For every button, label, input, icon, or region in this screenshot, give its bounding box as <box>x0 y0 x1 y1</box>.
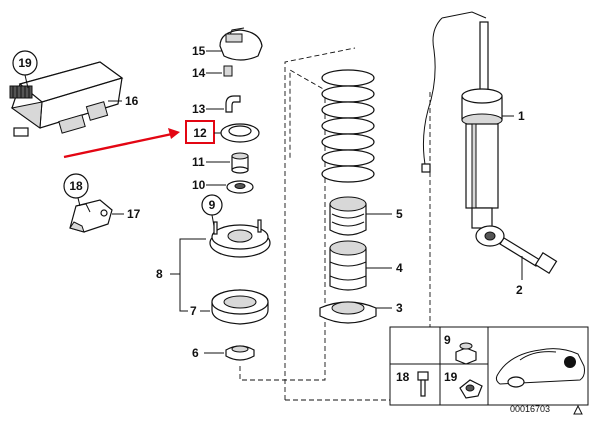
mount-ring-7 <box>211 289 269 325</box>
callout-17-label: 17 <box>127 207 141 221</box>
callout-8-label: 8 <box>156 267 163 281</box>
callout-18-label: 18 <box>69 179 83 193</box>
callout-9-label: 9 <box>209 198 216 212</box>
ring-12 <box>220 123 260 143</box>
inset-callout-18-label: 18 <box>396 370 410 384</box>
callout-10-label: 10 <box>192 178 206 192</box>
callout-5-label: 5 <box>396 207 403 221</box>
callout-12-label: 12 <box>193 126 207 140</box>
highlight-arrow <box>63 128 180 159</box>
inset-panel <box>389 326 589 406</box>
bellows-4 <box>329 240 367 291</box>
bolt-2 <box>499 237 558 275</box>
inset-cell-9: 9 <box>444 333 477 365</box>
strut-mount-upper <box>209 219 271 258</box>
callout-19-label: 19 <box>18 56 32 70</box>
fitting-13 <box>225 95 241 113</box>
nut-14 <box>223 65 233 77</box>
control-module-16 <box>9 61 124 137</box>
shock-absorber-1 <box>421 11 505 247</box>
callout-1-label: 1 <box>518 109 525 123</box>
spring-seat-3 <box>319 301 377 324</box>
callout-11-label: 11 <box>192 155 205 169</box>
callout-9-center: 9 <box>201 194 223 227</box>
callout-13-label: 13 <box>192 102 206 116</box>
inset-callout-19-label: 19 <box>444 370 458 384</box>
callout-2-label: 2 <box>516 283 523 297</box>
callout-7-label: 7 <box>190 304 197 318</box>
inset-cell-19: 19 <box>444 370 483 399</box>
callout-6-label: 6 <box>192 346 199 360</box>
coil-spring <box>321 69 375 183</box>
callout-19-topleft: 19 <box>12 50 38 89</box>
mount-cap-15 <box>219 27 263 61</box>
bump-stop-6 <box>225 345 255 361</box>
callout-12-highlight-box: 12 <box>185 120 215 144</box>
callout-16-label: 16 <box>125 94 139 108</box>
inset-callout-9-label: 9 <box>444 333 451 347</box>
callout-15-label: 15 <box>192 44 206 58</box>
callout-18-left: 18 <box>63 173 89 207</box>
inset-car-illustration <box>495 348 585 388</box>
bushing-11 <box>231 152 249 174</box>
callout-4-label: 4 <box>396 261 403 275</box>
washer-10 <box>226 180 254 194</box>
callout-3-label: 3 <box>396 301 403 315</box>
module-connector-pins <box>9 85 33 99</box>
bracket-8 <box>170 238 206 312</box>
inset-cell-18: 18 <box>396 370 429 397</box>
sensor-17 <box>69 199 113 233</box>
diagram-reference-number: 00016703 <box>510 404 550 414</box>
dust-boot-5 <box>329 196 367 236</box>
callout-14-label: 14 <box>192 66 206 80</box>
